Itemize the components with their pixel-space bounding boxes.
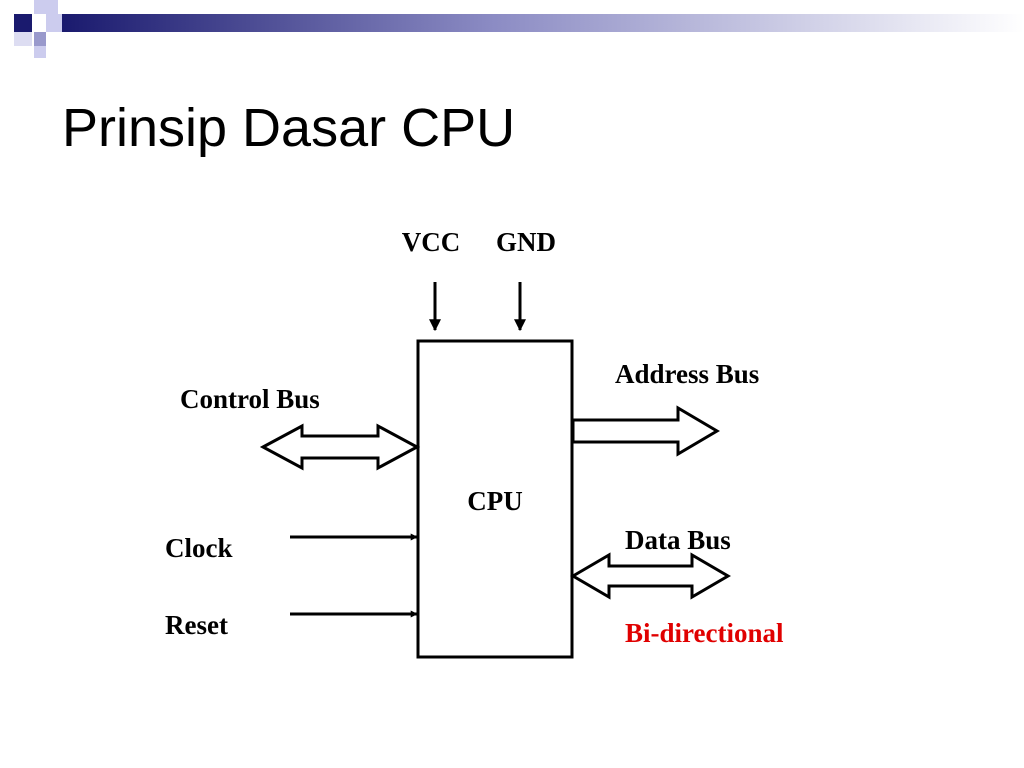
- address-bus-arrow: [571, 405, 720, 457]
- gnd-label: GND: [496, 227, 556, 257]
- deco-square: [34, 0, 58, 14]
- deco-square: [34, 46, 46, 58]
- vcc-label: VCC: [402, 227, 461, 257]
- deco-square: [14, 14, 32, 32]
- header-gradient-bar: [62, 14, 1024, 32]
- clock-label: Clock: [165, 533, 233, 563]
- bi-directional-note: Bi-directional: [625, 618, 784, 648]
- deco-square: [46, 14, 62, 32]
- address-bus-label: Address Bus: [615, 359, 759, 389]
- deco-square: [34, 32, 46, 46]
- data-bus-label: Data Bus: [625, 525, 731, 555]
- header-decoration: [14, 0, 1024, 58]
- data-bus-arrow: [570, 552, 731, 600]
- control-bus-label: Control Bus: [180, 384, 320, 414]
- page-title: Prinsip Dasar CPU: [62, 98, 516, 158]
- deco-square: [14, 32, 32, 46]
- reset-label: Reset: [165, 610, 228, 640]
- cpu-label: CPU: [467, 486, 523, 516]
- cpu-box: [416, 339, 574, 659]
- control-bus-arrow: [259, 423, 421, 471]
